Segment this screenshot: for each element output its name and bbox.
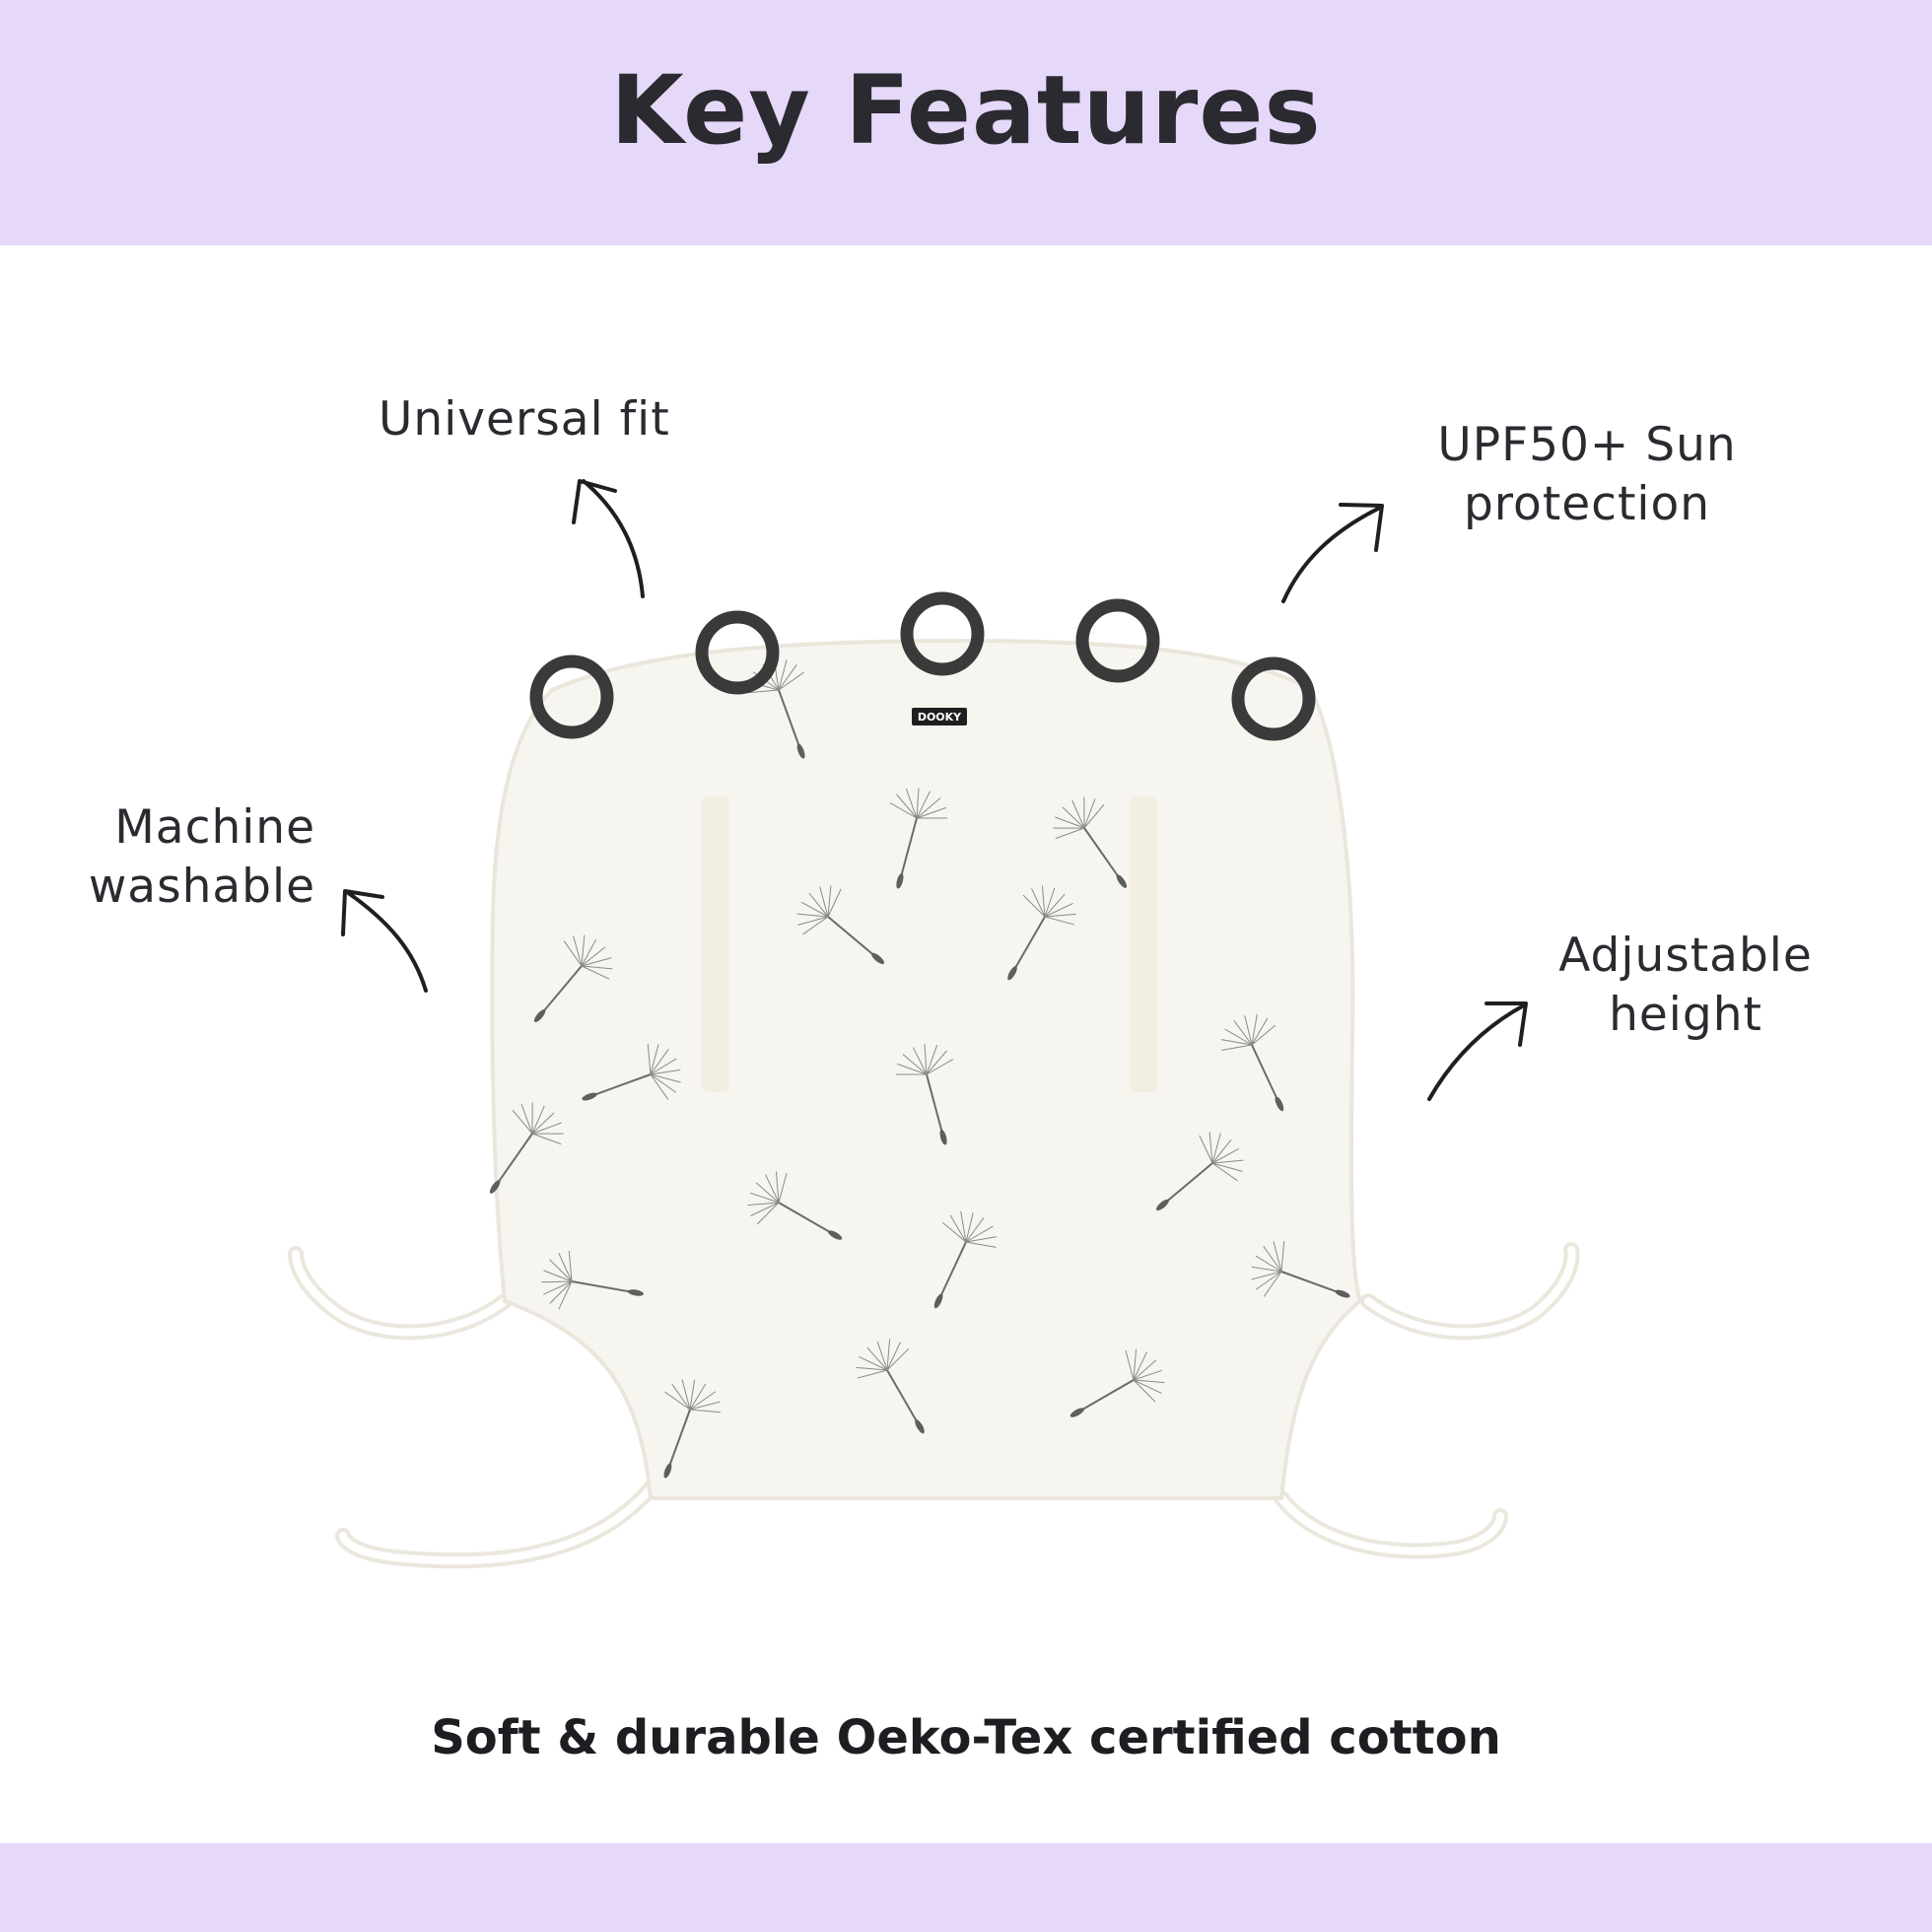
page-title: Key Features [610, 55, 1322, 166]
material-caption: Soft & durable Oeko-Tex certified cotton [431, 1710, 1501, 1765]
ring-clips [529, 591, 1316, 741]
curved-arrow-icon [572, 479, 645, 598]
feature-upf50-sun-protection: UPF50+ Sun protection [1400, 416, 1774, 534]
feature-label-line1: Machine [114, 800, 315, 855]
feature-label-line2: washable [88, 860, 315, 914]
brand-tag-text: DOOKY [918, 711, 962, 724]
brand-tag [912, 708, 967, 725]
ring-clip-icon [529, 655, 614, 739]
feature-universal-fit: Universal fit [379, 390, 733, 449]
feature-machine-washable: Machine washable [59, 798, 315, 917]
footer-band [0, 1843, 1932, 1932]
header-band [0, 0, 1932, 245]
ring-clip-icon [1231, 656, 1316, 741]
curved-arrow-icon [1281, 503, 1384, 603]
ring-clip-icon [1075, 598, 1160, 683]
curved-arrow-icon [341, 889, 428, 993]
strap-slot-right [1130, 796, 1157, 1092]
feature-label: Universal fit [379, 392, 670, 447]
feature-label-line2: height [1609, 988, 1762, 1042]
strap-slot-left [702, 796, 729, 1092]
feature-label-line1: UPF50+ Sun [1437, 418, 1737, 472]
ring-clip-icon [900, 591, 985, 676]
feature-label-line1: Adjustable [1558, 929, 1813, 983]
ring-clip-icon [695, 610, 780, 695]
feature-label-line2: protection [1463, 477, 1711, 531]
curved-arrow-icon [1427, 1001, 1528, 1101]
feature-adjustable-height: Adjustable height [1538, 927, 1833, 1045]
